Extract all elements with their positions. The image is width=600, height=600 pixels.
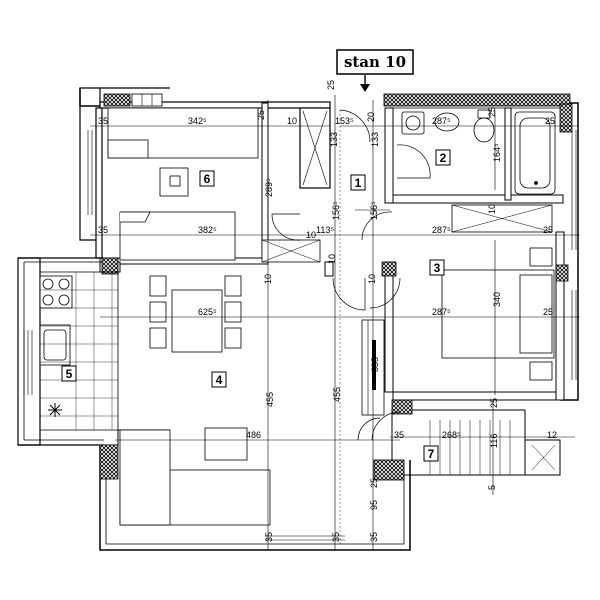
dim-label: 156⁵ [369,201,379,220]
dim-label: 455 [332,387,342,402]
dim-label: 289⁵ [264,178,274,197]
dim-label: 25 [487,107,497,117]
dim-label: 25 [543,307,553,317]
dim-label: 25 [256,110,266,120]
dim-label: 25 [369,478,379,488]
dim-label: 10 [367,274,377,284]
dim-label: 35 [264,532,274,542]
dim-label: 20 [366,112,376,122]
dimension-labels: 35 342⁵ 25 10 153⁵ 20 287⁵ 25 25 133 133… [98,80,557,542]
dim-label: 35 [98,116,108,126]
svg-text:3: 3 [434,261,441,275]
dim-label: 268⁵ [442,430,461,440]
dim-label: 25 [545,116,555,126]
room-label-1: 1 [350,174,366,191]
room-label-7: 7 [423,445,439,462]
dim-label: 113⁵ [316,225,334,235]
dim-label: 287⁵ [432,116,451,126]
dim-label: 10 [487,204,497,214]
svg-text:2: 2 [440,151,447,165]
furniture [39,107,556,526]
dim-label: 164⁵ [492,143,502,162]
dim-label: 10 [327,254,337,264]
apartment-title-text: stan 10 [344,53,406,71]
room-label-6: 6 [199,170,215,187]
dim-label: 455 [265,392,275,407]
dim-label: 25 [326,80,336,90]
dim-label: 156⁵ [331,201,341,220]
dim-label: 35 [394,430,404,440]
walls [17,87,579,551]
dim-label: 133 [329,132,339,147]
dim-label: 35 [331,532,341,542]
svg-text:5: 5 [66,367,73,381]
dim-label: 25 [489,398,499,408]
dim-label: 35 [369,532,379,542]
room-label-4: 4 [211,371,227,388]
dim-label: 10 [263,274,273,284]
dim-label: 10 [306,230,316,240]
dim-label: 133 [370,132,380,147]
dim-label: 95 [369,500,379,510]
dim-label: 335 [370,357,380,372]
dim-label: 35 [98,225,108,235]
dim-label: 342⁵ [188,116,207,126]
room-labels: 1 2 3 4 5 6 7 [61,149,451,462]
dim-label: 340 [492,292,502,307]
dim-label: 486 [246,430,261,440]
svg-text:4: 4 [216,373,223,387]
dim-label: 10 [287,116,297,126]
svg-text:6: 6 [204,172,211,186]
dim-label: 625⁵ [198,307,217,317]
columns [99,93,573,481]
dim-label: 25 [543,225,553,235]
room-label-5: 5 [61,365,77,382]
door-swings [271,109,431,441]
dim-label: 5 [487,485,497,490]
dim-label: 382⁵ [198,225,217,235]
dim-label: 116 [489,434,499,448]
dimension-lines [90,95,580,550]
kitchen-counter [39,271,119,431]
asterisk-icon [48,403,62,417]
dim-label: 153⁵ [335,116,354,126]
apartment-title: stan 10 [336,49,414,92]
dim-label: 287⁵ [432,225,451,235]
room-label-2: 2 [435,149,451,166]
svg-text:7: 7 [428,447,435,461]
dim-label: 12 [547,430,557,440]
svg-text:1: 1 [355,176,362,190]
dim-label: 287⁵ [432,307,451,317]
room-label-3: 3 [429,259,445,276]
